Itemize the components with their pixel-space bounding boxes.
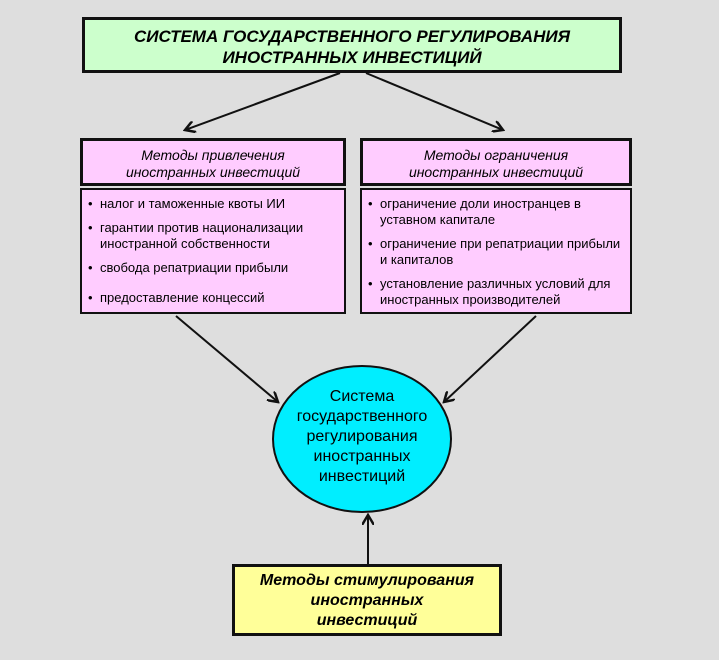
- attraction-methods-header: Методы привлечения иностранных инвестици…: [80, 138, 346, 186]
- attraction-methods-list: налог и таможенные квоты ИИ гарантии про…: [80, 188, 346, 314]
- list-item: ограничение при репатриации прибыли и ка…: [368, 236, 626, 268]
- circle-line: Система: [329, 388, 395, 405]
- restriction-methods-list: ограничение доли иностранцев в уставном …: [360, 188, 632, 314]
- system-title-line1: СИСТЕМА ГОСУДАРСТВЕННОГО РЕГУЛИРОВАНИЯ: [133, 27, 571, 46]
- list-item: гарантии против национализации иностранн…: [88, 220, 340, 252]
- list-item: свобода репатриации прибыли: [88, 260, 340, 276]
- system-title-box: СИСТЕМА ГОСУДАРСТВЕННОГО РЕГУЛИРОВАНИЯ И…: [82, 17, 622, 73]
- list-item: установление различных условий для иност…: [368, 276, 626, 308]
- circle-line: регулирования: [306, 428, 418, 445]
- circle-line: инвестиций: [318, 468, 406, 485]
- stimulation-line3: инвестиций: [316, 612, 418, 629]
- stimulation-methods-box: Методы стимулирования иностранных инвест…: [232, 564, 502, 636]
- list-item: налог и таможенные квоты ИИ: [88, 196, 340, 212]
- attraction-header-line2: иностранных инвестиций: [125, 164, 301, 180]
- regulation-system-circle: Система государственного регулирования и…: [272, 365, 452, 513]
- system-title-line2: ИНОСТРАННЫХ ИНВЕСТИЦИЙ: [222, 48, 482, 67]
- stimulation-line2: иностранных: [310, 592, 424, 609]
- list-item: ограничение доли иностранцев в уставном …: [368, 196, 626, 228]
- arrow-top-to-left: [185, 72, 341, 130]
- stimulation-line1: Методы стимулирования: [259, 572, 475, 589]
- attraction-header-line1: Методы привлечения: [141, 147, 285, 163]
- list-item: предоставление концессий: [88, 290, 340, 306]
- arrow-top-to-right: [365, 72, 503, 130]
- circle-line: иностранных: [313, 448, 411, 465]
- restriction-methods-header: Методы ограничения иностранных инвестици…: [360, 138, 632, 186]
- restriction-header-line1: Методы ограничения: [423, 147, 569, 163]
- restriction-header-line2: иностранных инвестиций: [408, 164, 584, 180]
- arrow-left-to-circle: [175, 315, 278, 402]
- arrow-right-to-circle: [444, 315, 537, 402]
- circle-line: государственного: [296, 408, 428, 425]
